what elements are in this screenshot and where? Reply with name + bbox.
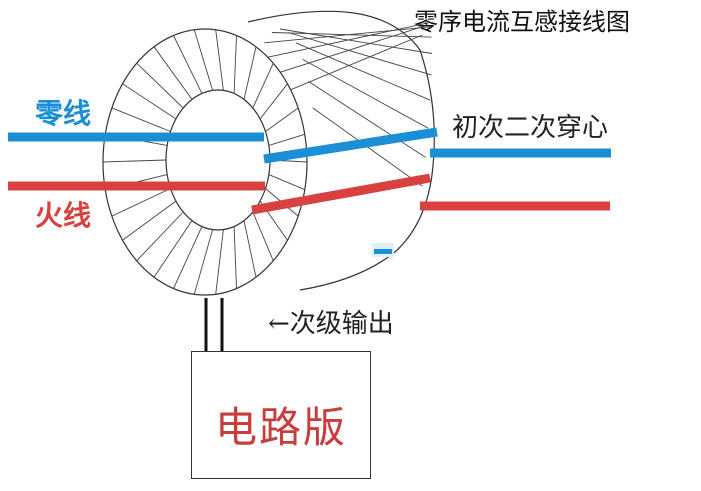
toroid-top-edge [247, 10, 421, 51]
winding-line [215, 229, 224, 295]
neutral-wire [8, 127, 611, 164]
winding-line [233, 35, 237, 94]
surface-line [287, 32, 432, 76]
winding-line [193, 29, 214, 91]
surface-line [257, 22, 429, 60]
winding-line [173, 226, 203, 289]
winding-line [252, 211, 274, 261]
winding-line [136, 211, 184, 262]
winding-line [102, 159, 167, 163]
surface-line [279, 28, 433, 54]
primary-pass-through-label: 初次二次穿心 [452, 113, 609, 143]
secondary-output-label: ←次级输出 [268, 309, 394, 339]
winding-line [233, 226, 237, 289]
live-wire-label: 火线 [35, 199, 92, 232]
winding-line [153, 46, 193, 100]
live-wire-through-segment [251, 173, 431, 215]
terminal-mark [372, 243, 394, 257]
surface-line [271, 32, 432, 38]
winding-line [215, 29, 224, 91]
winding-line [243, 220, 257, 278]
toroid-front-face [102, 28, 308, 296]
winding-line [268, 174, 305, 191]
circuit-board-label: 电路版 [214, 403, 347, 452]
winding-line [136, 62, 184, 109]
neutral-wire-through-segment [263, 127, 438, 164]
surface-line [302, 59, 429, 129]
winding-line [153, 220, 193, 278]
winding-line [243, 46, 257, 100]
neutral-wire-label: 零线 [35, 97, 92, 130]
winding-line [111, 107, 171, 132]
winding-line [193, 229, 214, 295]
winding-line [265, 107, 299, 132]
winding-line [122, 83, 177, 120]
winding-line [111, 188, 171, 217]
toroid-right-edge [299, 49, 435, 291]
surface-line [295, 42, 431, 101]
circuit-board-box: 电路版 [191, 351, 371, 479]
winding-line [173, 35, 203, 94]
secondary-output-wires [204, 298, 224, 352]
winding-line [259, 83, 288, 120]
diagram-title: 零序电流互感接线图 [414, 8, 630, 36]
surface-line [308, 81, 426, 158]
live-wire [8, 173, 610, 215]
winding-line [268, 133, 305, 146]
toroid-winding-lines [102, 29, 308, 295]
winding-line [252, 63, 274, 109]
winding-line [122, 200, 177, 241]
